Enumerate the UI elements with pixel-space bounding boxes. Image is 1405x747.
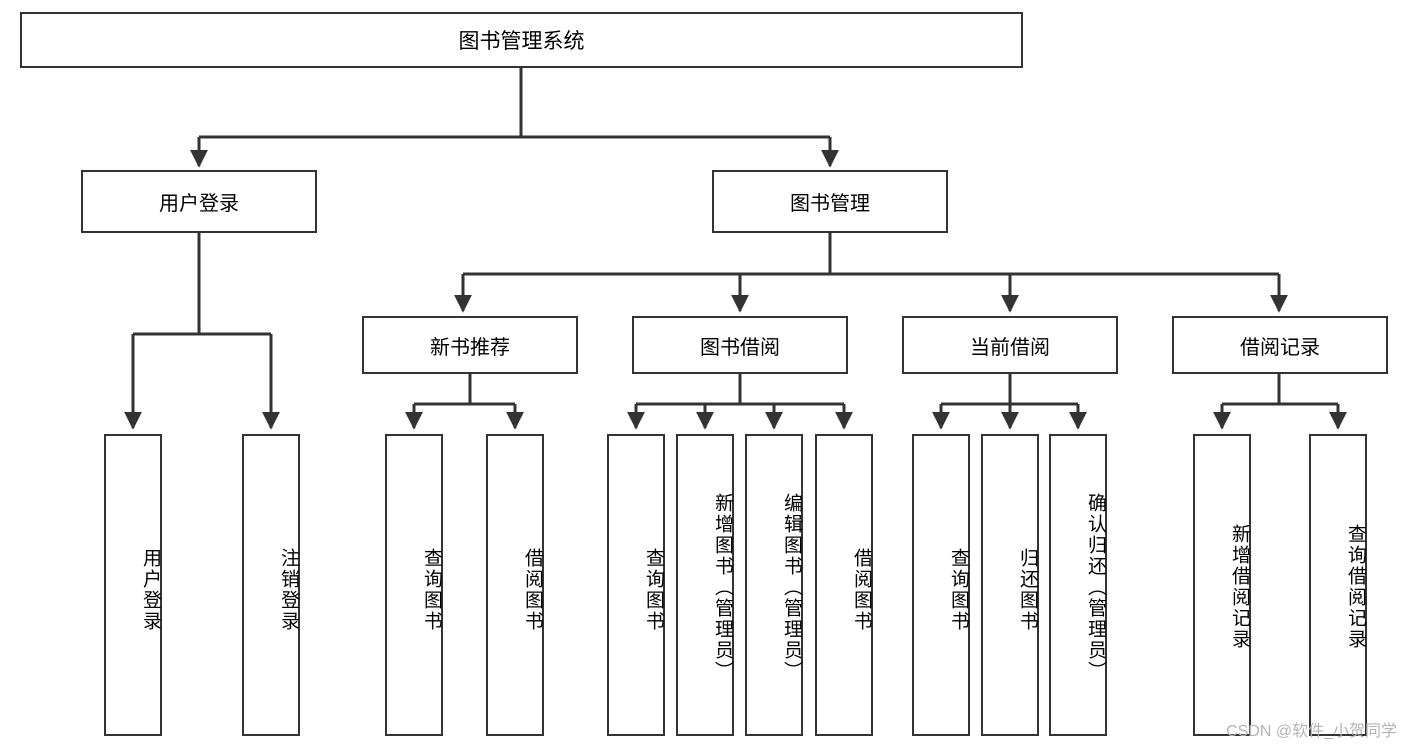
node-leaf-logout-label: 注销登录 — [278, 548, 299, 632]
csdn-watermark: CSDN @软件_小贺同学 — [1226, 723, 1397, 740]
node-book-management-label: 图书管理 — [790, 193, 870, 215]
node-leaf-user-login[interactable]: 用户登录 — [104, 434, 162, 736]
node-user-login-label: 用户登录 — [159, 193, 239, 215]
node-leaf-query-book-1[interactable]: 查询图书 — [385, 434, 443, 736]
node-leaf-add-book-label: 新增图书（管理员） — [712, 492, 733, 682]
node-leaf-borrow-book-2-label: 借阅图书 — [851, 548, 872, 632]
node-leaf-edit-book-label: 编辑图书（管理员） — [781, 492, 802, 682]
node-leaf-query-book-1-label: 查询图书 — [421, 548, 442, 632]
node-leaf-add-book[interactable]: 新增图书（管理员） — [676, 434, 734, 736]
node-leaf-query-book-3-label: 查询图书 — [948, 548, 969, 632]
node-new-book-recommend-label: 新书推荐 — [430, 336, 510, 359]
node-leaf-edit-book[interactable]: 编辑图书（管理员） — [745, 434, 803, 736]
node-borrow-record-label: 借阅记录 — [1240, 336, 1320, 359]
node-leaf-return-book-label: 归还图书 — [1017, 548, 1038, 632]
node-book-borrow-label: 图书借阅 — [700, 336, 780, 359]
node-book-borrow[interactable]: 图书借阅 — [632, 316, 848, 374]
node-leaf-confirm-return[interactable]: 确认归还（管理员） — [1049, 434, 1107, 736]
node-leaf-query-book-2-label: 查询图书 — [643, 548, 664, 632]
node-leaf-query-record-label: 查询借阅记录 — [1345, 524, 1366, 650]
node-current-borrow[interactable]: 当前借阅 — [902, 316, 1118, 374]
node-leaf-query-record[interactable]: 查询借阅记录 — [1309, 434, 1367, 736]
node-leaf-user-login-label: 用户登录 — [140, 548, 161, 632]
node-book-management[interactable]: 图书管理 — [712, 170, 948, 233]
node-user-login[interactable]: 用户登录 — [81, 170, 317, 233]
node-leaf-confirm-return-label: 确认归还（管理员） — [1085, 492, 1106, 682]
node-leaf-add-record-label: 新增借阅记录 — [1229, 524, 1250, 650]
node-leaf-add-record[interactable]: 新增借阅记录 — [1193, 434, 1251, 736]
node-leaf-query-book-2[interactable]: 查询图书 — [607, 434, 665, 736]
node-borrow-record[interactable]: 借阅记录 — [1172, 316, 1388, 374]
node-leaf-return-book[interactable]: 归还图书 — [981, 434, 1039, 736]
node-leaf-borrow-book-2[interactable]: 借阅图书 — [815, 434, 873, 736]
node-leaf-query-book-3[interactable]: 查询图书 — [912, 434, 970, 736]
node-root-label: 图书管理系统 — [458, 30, 585, 53]
node-leaf-borrow-book-1-label: 借阅图书 — [522, 548, 543, 632]
node-leaf-logout[interactable]: 注销登录 — [242, 434, 300, 736]
node-leaf-borrow-book-1[interactable]: 借阅图书 — [486, 434, 544, 736]
node-current-borrow-label: 当前借阅 — [970, 336, 1050, 359]
node-new-book-recommend[interactable]: 新书推荐 — [362, 316, 578, 374]
node-root[interactable]: 图书管理系统 — [20, 12, 1023, 68]
